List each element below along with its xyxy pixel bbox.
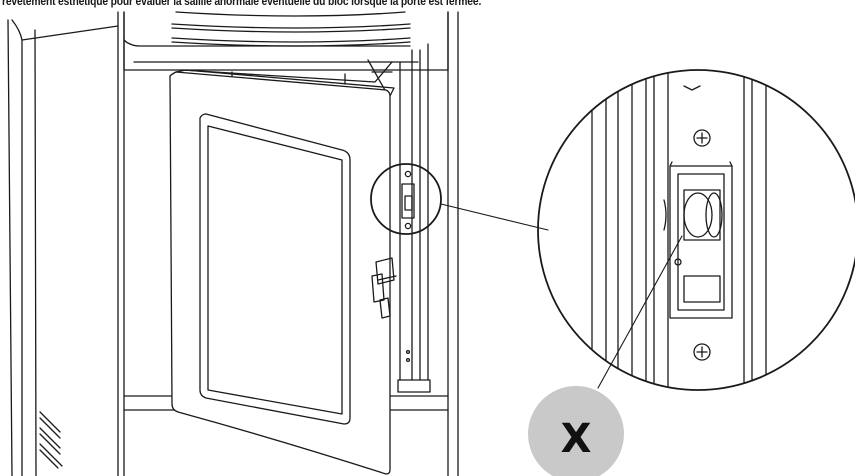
x-callout-label: X xyxy=(561,416,592,462)
left-side-panel xyxy=(7,11,125,476)
detail-magnified xyxy=(537,69,855,391)
x-callout-badge: X xyxy=(528,386,624,476)
caption-text: revêtement esthétique pour évaluer la sa… xyxy=(2,0,482,8)
highlight-circle xyxy=(370,163,442,235)
latch-small xyxy=(401,170,415,230)
leader-line xyxy=(440,203,549,231)
top-grille xyxy=(123,11,449,71)
pointer-line xyxy=(597,235,683,389)
door-panel xyxy=(169,69,395,475)
door-hinge xyxy=(371,257,397,319)
